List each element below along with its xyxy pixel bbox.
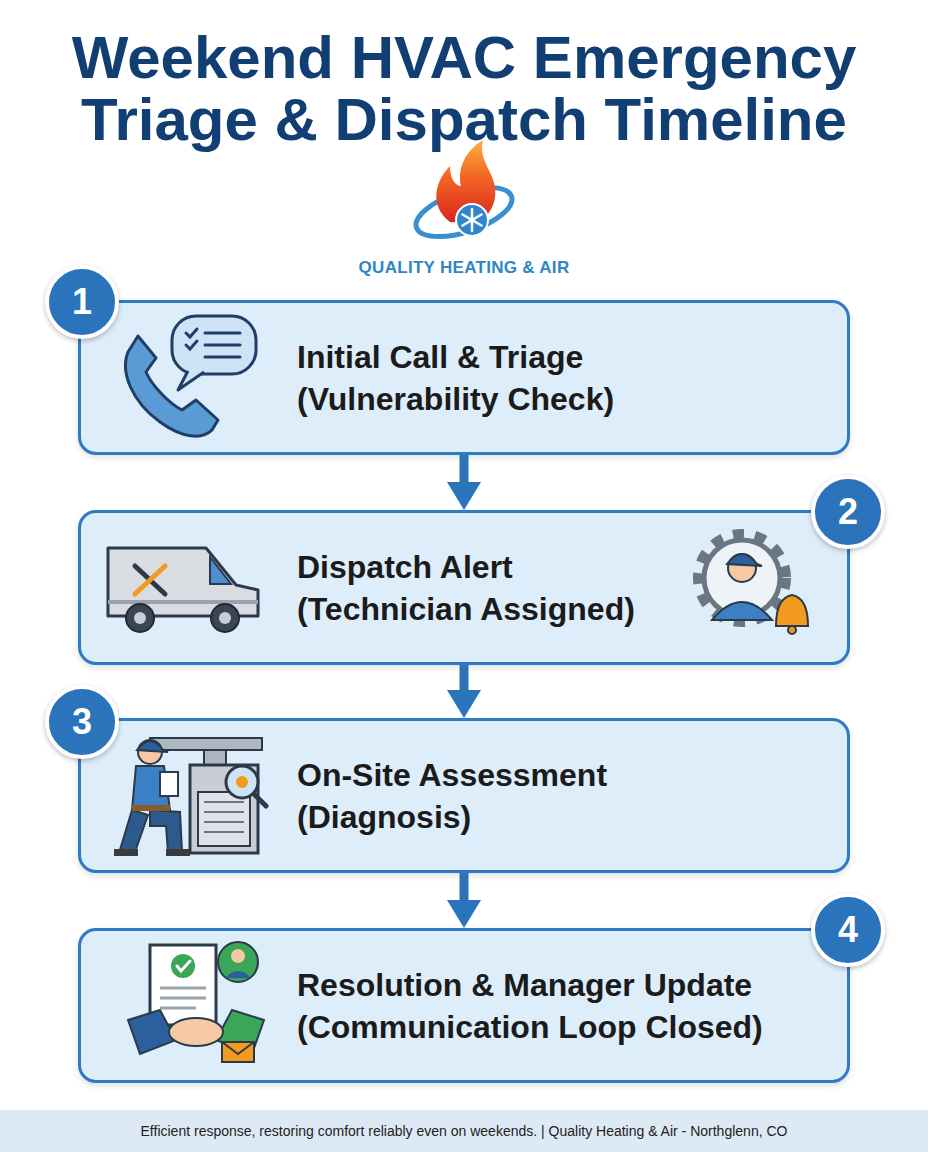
box-content: Resolution & Manager Update(Communicatio… [297, 931, 835, 1080]
van-window [210, 557, 231, 584]
manager-avatar [218, 942, 258, 982]
checklist [186, 329, 240, 357]
document [150, 945, 216, 1025]
chat-bubble [172, 316, 256, 374]
technician-leg [150, 810, 182, 852]
step-subtitle: (Technician Assigned) [297, 588, 835, 630]
shoe [114, 849, 138, 856]
brand-name: QUALITY HEATING & AIR [0, 258, 928, 278]
shoe [166, 849, 190, 856]
process-box: Initial Call & Triage(Vulnerability Chec… [78, 300, 850, 455]
duct [204, 750, 226, 766]
list-line [205, 344, 240, 347]
check-circle [171, 954, 195, 978]
avatar-body [225, 971, 251, 978]
footer-caption: Efficient response, restoring comfort re… [0, 1110, 928, 1152]
logo-snow-disc [456, 204, 488, 236]
box-content: Dispatch Alert(Technician Assigned) [297, 513, 835, 662]
step-title: Dispatch Alert [297, 546, 835, 588]
check-mark [186, 329, 197, 337]
furnace-inspection [114, 738, 266, 856]
phone-handset [126, 336, 218, 436]
clipboard [160, 772, 178, 796]
document-line [160, 987, 206, 990]
avatar-head [231, 949, 245, 963]
technician-head [138, 740, 162, 764]
gear-teeth [698, 534, 786, 622]
list-line [205, 356, 240, 359]
gear-ring [704, 540, 780, 616]
document-line [160, 997, 206, 1000]
person-cap [727, 554, 762, 566]
snowflake-arm [471, 209, 474, 231]
sleeve [216, 1010, 264, 1054]
magnifier-handle [254, 794, 266, 806]
wrench [135, 566, 165, 594]
van-wheel [126, 604, 154, 632]
resolution-icon [128, 942, 264, 1062]
furnace [190, 765, 258, 853]
wheel-hub [219, 612, 231, 624]
bell-clapper [788, 626, 796, 634]
furnace-panel [198, 792, 250, 846]
wheel-hub [134, 612, 146, 624]
phone-icon [126, 316, 256, 436]
grille-line [204, 811, 244, 813]
person-head [728, 554, 756, 582]
van-stripe [108, 600, 258, 604]
logo-snowflake [463, 209, 482, 231]
screwdriver [135, 566, 165, 594]
process-box: On-Site Assessment(Diagnosis) [78, 718, 850, 873]
step-title: Initial Call & Triage [297, 336, 835, 378]
bell [776, 595, 808, 626]
envelope [222, 1042, 254, 1062]
tool-belt [132, 805, 170, 811]
document-line [160, 1007, 196, 1010]
step-subtitle: (Vulnerability Check) [297, 378, 835, 420]
check-mark [186, 341, 197, 349]
magnifier-gear [236, 776, 248, 788]
person-body [712, 602, 772, 620]
list-line [205, 332, 240, 335]
grille-line [204, 821, 244, 823]
box-content: On-Site Assessment(Diagnosis) [297, 721, 835, 870]
envelope-flap [222, 1042, 254, 1054]
step-subtitle: (Diagnosis) [297, 796, 835, 838]
logo-ring [410, 178, 517, 247]
flow-arrow [460, 873, 469, 908]
process-box: Resolution & Manager Update(Communicatio… [78, 928, 850, 1083]
step-title: On-Site Assessment [297, 754, 835, 796]
grille-line [204, 801, 244, 803]
service-van [108, 548, 258, 632]
technician-torso [132, 766, 170, 810]
technician-leg [120, 810, 148, 852]
flow-arrow [460, 665, 469, 698]
logo-flame [436, 140, 495, 223]
furnace-grille [204, 802, 244, 832]
box-content: Initial Call & Triage(Vulnerability Chec… [297, 303, 835, 452]
check-mark [177, 961, 190, 971]
technician-alert-icon [698, 534, 808, 634]
process-box: Dispatch Alert(Technician Assigned) [78, 510, 850, 665]
van-body [108, 548, 258, 616]
company-logo [410, 140, 517, 246]
van-wheel [211, 604, 239, 632]
snowflake-arm [463, 215, 482, 226]
handshake [169, 1018, 223, 1046]
technician-cap [137, 741, 168, 752]
step-title: Resolution & Manager Update [297, 964, 835, 1006]
step-subtitle: (Communication Loop Closed) [297, 1006, 835, 1048]
flow-arrow [460, 455, 469, 490]
snowflake-arm [463, 215, 482, 226]
chat-bubble-tail [178, 371, 204, 390]
magnifier [226, 766, 258, 798]
grille-line [204, 831, 244, 833]
diagram-title: Weekend HVAC Emergency Triage & Dispatch… [44, 27, 884, 151]
duct [150, 738, 262, 750]
document-lines [160, 988, 206, 1008]
sleeve [128, 1010, 176, 1054]
